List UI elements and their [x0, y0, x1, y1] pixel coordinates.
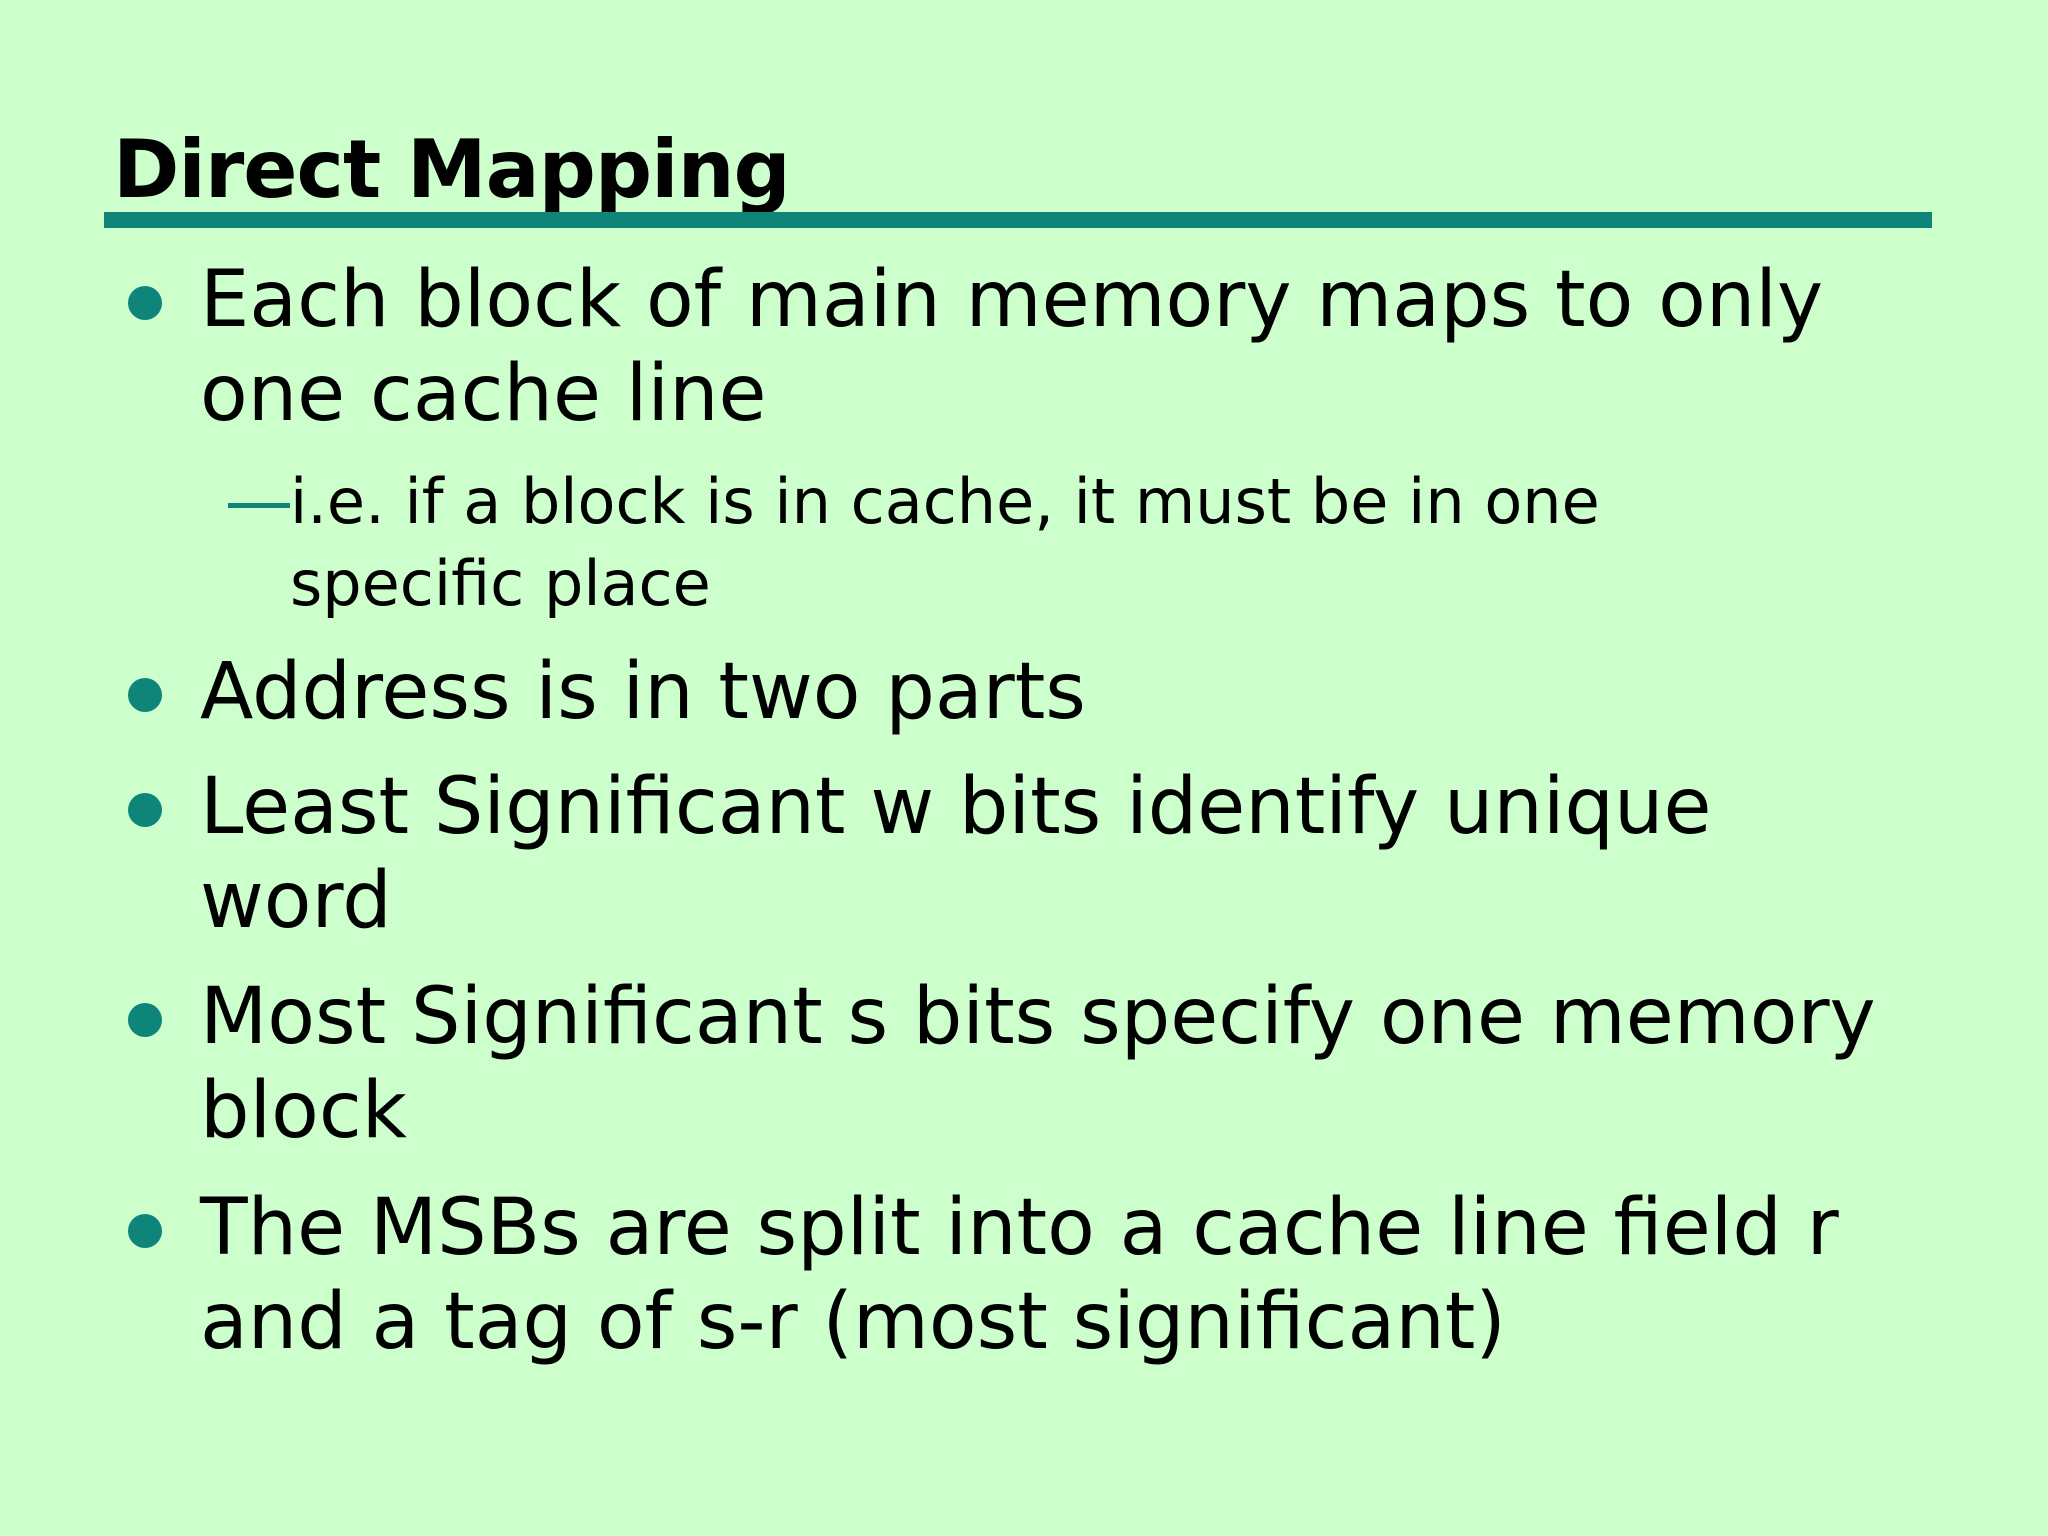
bullet-icon: [128, 678, 162, 712]
sub-bullet-dash-icon: [228, 503, 290, 508]
bullet-icon: [128, 1003, 162, 1037]
bullet-icon: [128, 793, 162, 827]
title-underline: [104, 212, 1932, 228]
bullet-2-line-1: Address is in two parts: [200, 647, 1086, 737]
bullet-4-line-1: Most Significant s bits specify one memo…: [200, 972, 1876, 1062]
bullet-3-line-2: word: [200, 856, 392, 946]
bullet-4-line-2: block: [200, 1066, 407, 1156]
bullet-1-line-2: one cache line: [200, 349, 767, 439]
bullet-5-line-2: and a tag of s-r (most significant): [200, 1277, 1506, 1367]
sub-bullet-line-2: specific place: [290, 547, 711, 620]
bullet-5-line-1: The MSBs are split into a cache line fie…: [200, 1183, 1839, 1273]
bullet-3-line-1: Least Significant w bits identify unique: [200, 762, 1712, 852]
sub-bullet-line-1: i.e. if a block is in cache, it must be …: [290, 465, 1600, 538]
slide-title: Direct Mapping: [113, 123, 791, 216]
bullet-icon: [128, 286, 162, 320]
bullet-1-line-1: Each block of main memory maps to only: [200, 255, 1824, 345]
bullet-icon: [128, 1214, 162, 1248]
